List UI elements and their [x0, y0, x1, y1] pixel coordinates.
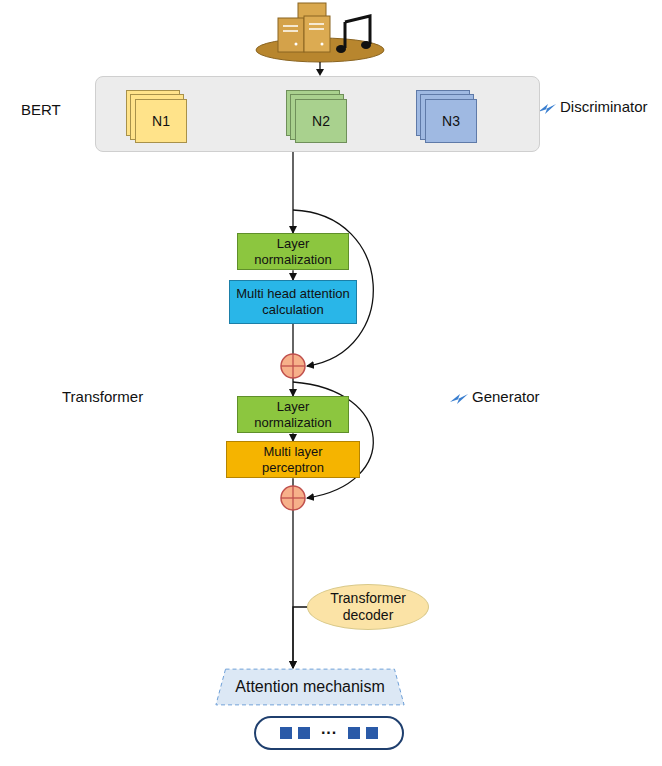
bert-block: N1 — [135, 99, 187, 143]
token-square — [348, 727, 360, 739]
flow-arrow — [292, 152, 293, 233]
node-text: Transformer — [62, 388, 143, 405]
flow-arrow — [293, 607, 307, 668]
process-box: Multi head attention calculation — [229, 280, 357, 324]
node-text: Layer normalization — [242, 399, 344, 430]
adder-symbol — [281, 354, 305, 378]
cylinder-shape — [190, 155, 450, 585]
node-text: Layer normalization — [242, 236, 344, 267]
node-text: Attention mechanism — [235, 677, 384, 696]
node-text: N1 — [152, 113, 170, 130]
node-text: Multi layer perceptron — [231, 444, 355, 475]
node-text: N2 — [312, 113, 330, 130]
process-box: Layer normalization — [237, 396, 349, 433]
transformer-cylinder: TransformerLayer normalizationMulti head… — [190, 155, 450, 585]
flow-arrow — [292, 270, 293, 280]
adder-symbol — [281, 486, 305, 510]
bert-block: N2 — [295, 99, 347, 143]
process-box: Multi layer perceptron — [226, 441, 360, 478]
flow-arrow — [292, 433, 293, 441]
node-text: N3 — [442, 113, 460, 130]
output-sequence: ··· — [254, 716, 404, 750]
process-box: Layer normalization — [237, 233, 349, 270]
node-text: Multi head attention calculation — [234, 286, 352, 317]
token-square — [280, 727, 292, 739]
role-label: Discriminator — [560, 98, 648, 115]
node-text: ··· — [321, 723, 337, 742]
role-label: Generator — [472, 388, 540, 405]
flow-arrow — [292, 324, 293, 396]
token-square — [366, 727, 378, 739]
bert-band: BERTN1N2N3 — [95, 76, 540, 152]
node-text: BERT — [21, 101, 61, 118]
attention-trapezoid: Attention mechanism — [214, 668, 406, 706]
token-square — [298, 727, 310, 739]
node-text: Transformer decoder — [322, 590, 414, 624]
decoder-ellipse: Transformer decoder — [307, 584, 429, 630]
bert-block: N3 — [425, 99, 477, 143]
